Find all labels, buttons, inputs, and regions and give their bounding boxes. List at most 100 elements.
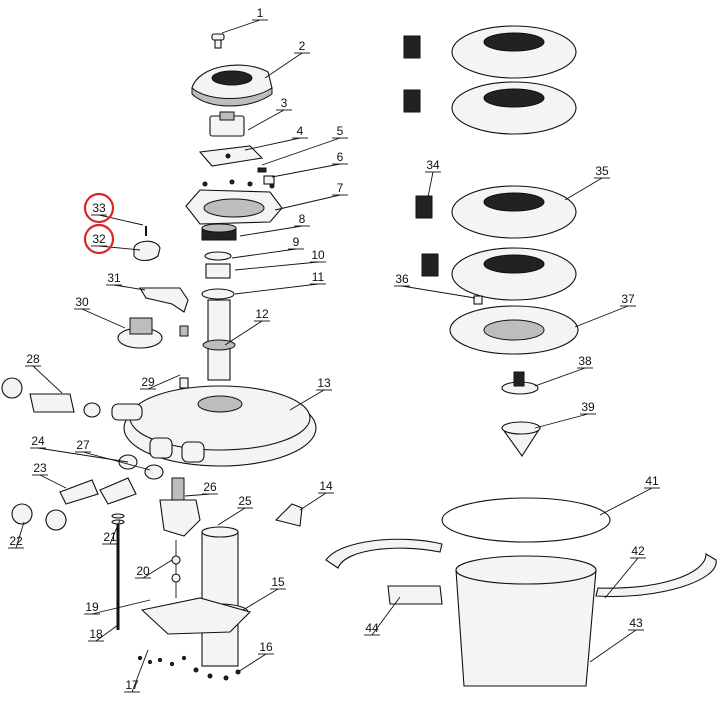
callout-25: 25 xyxy=(217,494,253,526)
callout-13: 13 xyxy=(289,376,332,411)
callout-number: 32 xyxy=(92,232,106,246)
callout-21: 21 xyxy=(102,519,121,545)
callout-number: 30 xyxy=(75,295,89,309)
callout-number: 28 xyxy=(26,352,40,366)
part-22-nuts xyxy=(11,503,67,531)
leader-line xyxy=(109,519,121,545)
part-17-screws xyxy=(137,655,187,667)
leader-line xyxy=(231,248,297,259)
leader-line xyxy=(299,492,327,511)
callout-19: 19 xyxy=(84,599,151,615)
part-34-clips xyxy=(403,35,439,277)
callout-35: 35 xyxy=(564,164,610,201)
callout-number: 19 xyxy=(85,600,99,614)
callout-17: 17 xyxy=(124,649,149,693)
callout-number: 20 xyxy=(136,564,150,578)
leader-line xyxy=(534,413,589,429)
part-16-screws xyxy=(193,667,241,681)
callout-6: 6 xyxy=(271,150,348,178)
callout-29: 29 xyxy=(140,374,181,390)
leader-line xyxy=(264,52,303,79)
part-44-band xyxy=(325,538,443,569)
callout-number: 17 xyxy=(125,678,139,692)
callout-43: 43 xyxy=(589,616,644,663)
callout-18: 18 xyxy=(88,624,119,642)
leader-line xyxy=(82,451,151,471)
callout-number: 18 xyxy=(89,627,103,641)
callout-33: 33 xyxy=(83,192,144,226)
leader-line xyxy=(589,629,637,663)
leader-line xyxy=(274,194,341,211)
leader-line xyxy=(401,285,476,299)
callout-22: 22 xyxy=(8,521,25,549)
leader-line xyxy=(234,283,319,295)
callout-14: 14 xyxy=(299,479,334,511)
part-41-gasket xyxy=(441,497,611,543)
part-19-plate xyxy=(140,597,252,635)
callout-number: 33 xyxy=(92,201,106,215)
callout-number: 31 xyxy=(107,271,121,285)
part-26-impeller xyxy=(159,477,201,537)
callout-31: 31 xyxy=(106,271,146,291)
leader-line xyxy=(237,653,267,673)
leader-line xyxy=(247,109,285,131)
part-14-bracket xyxy=(274,503,303,527)
leader-line xyxy=(599,487,653,516)
part-10-coupling xyxy=(205,263,231,279)
part-20-spring xyxy=(171,540,181,598)
callout-42: 42 xyxy=(604,544,646,599)
callout-number: 7 xyxy=(337,181,344,195)
leader-line xyxy=(261,137,341,166)
callout-39: 39 xyxy=(534,400,596,429)
part-7-housing xyxy=(185,179,283,225)
leader-line xyxy=(242,588,279,611)
callout-number: 42 xyxy=(631,544,645,558)
callout-number: 12 xyxy=(255,307,269,321)
part-39-cone-top xyxy=(501,421,541,435)
callout-number: 16 xyxy=(259,640,273,654)
part-42-clamp xyxy=(595,553,717,598)
callout-number: 24 xyxy=(31,434,45,448)
leader-line xyxy=(98,245,141,251)
leader-line xyxy=(39,474,67,489)
callout-10: 10 xyxy=(234,248,326,271)
callout-44: 44 xyxy=(364,596,401,636)
leader-line xyxy=(271,163,341,178)
part-36-nut xyxy=(473,295,483,305)
part-2-top-cover xyxy=(191,64,273,107)
callout-41: 41 xyxy=(599,474,660,516)
callout-number: 44 xyxy=(365,621,379,635)
highlight-circle xyxy=(83,223,115,255)
callout-number: 26 xyxy=(203,480,217,494)
callout-number: 23 xyxy=(33,461,47,475)
leader-line xyxy=(371,596,401,636)
callout-number: 14 xyxy=(319,479,333,493)
callout-11: 11 xyxy=(234,270,326,295)
leader-line xyxy=(113,284,146,291)
callout-number: 21 xyxy=(103,530,117,544)
callout-number: 34 xyxy=(426,158,440,172)
leader-line xyxy=(244,137,301,151)
callout-26: 26 xyxy=(184,480,218,497)
callout-32: 32 xyxy=(83,223,141,255)
callout-number: 3 xyxy=(281,96,288,110)
part-38-rotor xyxy=(501,371,539,395)
leader-line xyxy=(289,389,325,411)
callout-7: 7 xyxy=(274,181,348,211)
callout-12: 12 xyxy=(224,307,270,346)
callout-8: 8 xyxy=(239,212,310,237)
part-27-oring xyxy=(144,464,164,480)
callout-number: 2 xyxy=(299,39,306,53)
callout-number: 15 xyxy=(271,575,285,589)
callout-number: 37 xyxy=(621,292,635,306)
callout-number: 10 xyxy=(311,248,325,262)
part-44-handle xyxy=(387,585,443,605)
part-32-cap xyxy=(133,240,161,262)
callout-1: 1 xyxy=(221,6,268,34)
callout-37: 37 xyxy=(574,292,636,328)
callout-2: 2 xyxy=(264,39,310,79)
callout-number: 39 xyxy=(581,400,595,414)
callout-number: 11 xyxy=(312,270,325,284)
leader-line xyxy=(427,171,434,198)
